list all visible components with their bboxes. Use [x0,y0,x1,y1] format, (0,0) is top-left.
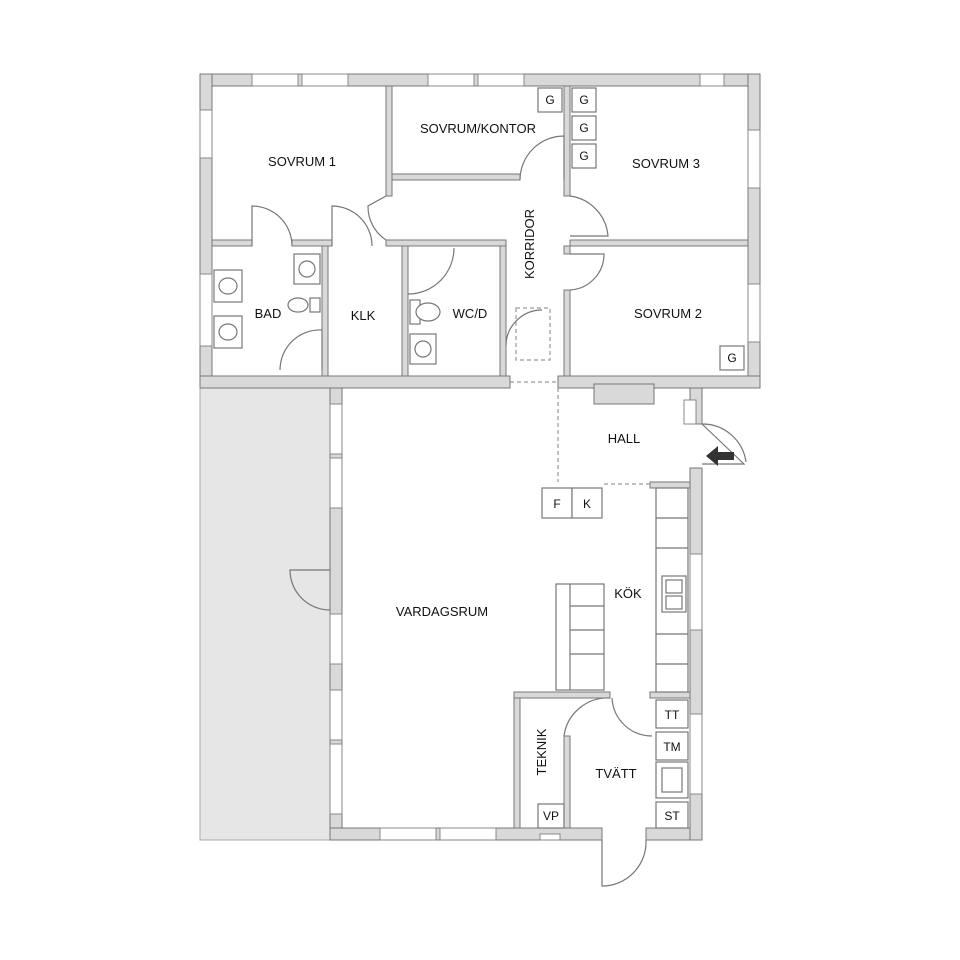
room-label-korridor: KORRIDOR [522,209,537,279]
wardrobe-label: G [579,93,588,107]
room-label-sovrum-2: SOVRUM 2 [634,306,702,321]
heat-pump-label: VP [543,809,559,823]
wc-fixtures [409,299,441,365]
wardrobe-label: G [727,351,736,365]
room-label-vardagsrum: VARDAGSRUM [396,604,488,619]
bath-fixtures [213,253,321,349]
freezer-label: F [553,497,560,511]
room-label-teknik: TEKNIK [534,728,549,775]
room-label-kok: KÖK [614,586,642,601]
washing-machine-label: TM [663,740,680,754]
tumble-dryer-label: TT [665,708,680,722]
drying-cabinet-label: ST [664,809,680,823]
door-swings [251,135,747,887]
interior-walls [211,85,749,829]
windows [199,73,761,841]
room-label-tvatt: TVÄTT [595,766,636,781]
room-label-hall: HALL [608,431,641,446]
terrace [199,387,331,841]
room-label-wcd: WC/D [453,306,488,321]
wardrobes: G G G G G [537,87,745,371]
kitchen-counters [555,487,689,693]
wardrobe-label: G [545,93,554,107]
entrance-arrow-icon [706,446,734,466]
hall-cabinets: F K [541,487,603,519]
room-label-bad: BAD [255,306,282,321]
room-label-klk: KLK [351,308,376,323]
dashed-openings [510,307,650,485]
room-labels: SOVRUM 1 SOVRUM/KONTOR SOVRUM 3 SOVRUM 2… [255,121,702,781]
room-label-sovrum-1: SOVRUM 1 [268,154,336,169]
wardrobe-label: G [579,121,588,135]
laundry-appliances: TT TM ST VP [537,699,689,829]
fridge-label: K [583,497,591,511]
room-label-sovrum-kontor: SOVRUM/KONTOR [420,121,536,136]
room-label-sovrum-3: SOVRUM 3 [632,156,700,171]
wardrobe-label: G [579,149,588,163]
